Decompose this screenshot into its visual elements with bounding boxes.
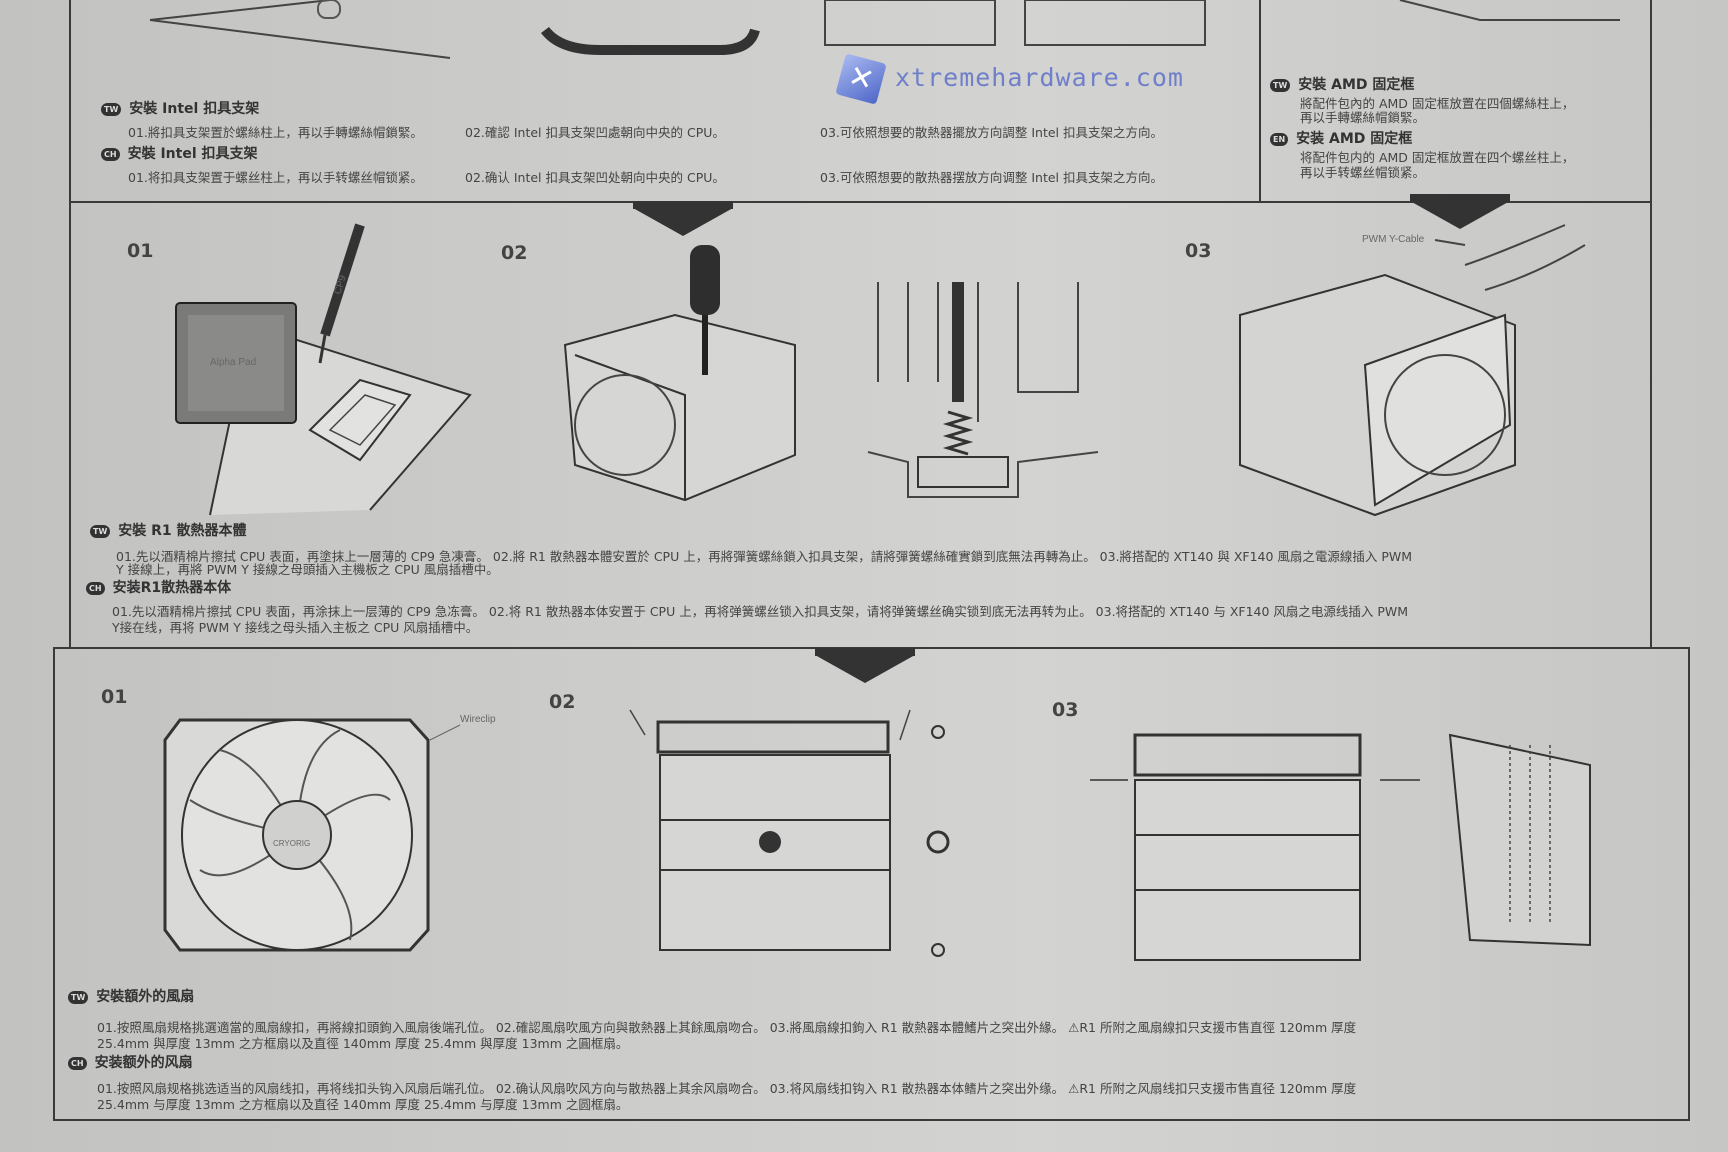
- spring-screw-detail-illustration: [867, 282, 1099, 498]
- flow-arrow-bar: [633, 201, 733, 209]
- intel-tw-heading: TW 安裝 Intel 扣具支架: [101, 98, 259, 118]
- bottom-section-bottom-border: [53, 1119, 1690, 1121]
- top-illustrations: [149, 0, 1620, 59]
- r1-ch-line-1: 01.先以酒精棉片擦拭 CPU 表面，再涂抹上一层薄的 CP9 急冻膏。 02.…: [112, 604, 1409, 619]
- heading-text: 安装 AMD 固定框: [1296, 131, 1413, 147]
- heading-text: 安裝 Intel 扣具支架: [127, 146, 258, 162]
- flow-arrow-down-icon: [633, 208, 733, 236]
- wireclip-label: Wireclip: [460, 714, 496, 725]
- heading-text: 安裝額外的風扇: [96, 989, 195, 1005]
- cable-label: PWM Y-Cable: [1362, 234, 1425, 245]
- extra-fan-ch-heading: CH 安装额外的风扇: [68, 1052, 193, 1072]
- fan-wireclip-illustration: CRYORIG Wireclip: [163, 714, 496, 952]
- intel-ch-heading: CH 安裝 Intel 扣具支架: [101, 143, 258, 163]
- heading-text: 安裝 Intel 扣具支架: [129, 101, 260, 117]
- bottom-step-label-2: 02: [549, 691, 576, 713]
- heading-text: 安裝 R1 散熱器本體: [118, 523, 247, 539]
- intel-ch-step-3: 03.可依照想要的散热器摆放方向调整 Intel 扣具支架之方向。: [820, 170, 1164, 185]
- extra-fan-tw-line-1: 01.按照風扇規格挑選適當的風扇線扣，再將線扣頭鉤入風扇後端孔位。 02.確認風…: [97, 1020, 1357, 1035]
- heading-text: 安装额外的风扇: [94, 1055, 193, 1071]
- dual-fan-cooler-illustration: PWM Y-Cable: [1239, 224, 1586, 517]
- intel-ch-step-2: 02.确认 Intel 扣具支架凹处朝向中央的 CPU。: [465, 170, 725, 185]
- ch-badge: CH: [86, 581, 105, 595]
- extra-fan-tw-heading: TW 安裝額外的風扇: [68, 986, 194, 1006]
- amd-en-heading: EN 安装 AMD 固定框: [1270, 128, 1412, 148]
- amd-tw-line-1: 將配件包內的 AMD 固定框放置在四個螺絲柱上，: [1300, 96, 1575, 111]
- bottom-step-label-3: 03: [1052, 699, 1079, 721]
- watermark-text: xtremehardware.com: [895, 63, 1184, 92]
- bottom-step-label-1: 01: [101, 686, 128, 708]
- thermal-paste-illustration: Alpha Pad CP9: [175, 223, 472, 516]
- r1-tw-heading: TW 安裝 R1 散熱器本體: [90, 520, 247, 540]
- flow-arrow-down-icon: [815, 655, 915, 683]
- pad-label: Alpha Pad: [210, 357, 256, 368]
- ch-badge: CH: [68, 1056, 87, 1070]
- tw-badge: TW: [1270, 78, 1291, 92]
- syringe-label: CP9: [332, 274, 349, 296]
- amd-tw-line-2: 再以手轉螺絲帽鎖緊。: [1300, 110, 1426, 125]
- fan-brand-label: CRYORIG: [273, 839, 310, 848]
- fan-orientation-illustration: [629, 709, 950, 957]
- en-badge: EN: [1270, 132, 1289, 146]
- intel-tw-step-1: 01.將扣具支架置於螺絲柱上，再以手轉螺絲帽鎖緊。: [128, 125, 423, 140]
- r1-tw-line-1: 01.先以酒精棉片擦拭 CPU 表面，再塗抹上一層薄的 CP9 急凍膏。 02.…: [116, 549, 1413, 564]
- fan-clip-attach-illustration: [1090, 733, 1591, 961]
- top-section-left-border: [69, 0, 71, 202]
- intel-tw-step-3: 03.可依照想要的散熱器擺放方向調整 Intel 扣具支架之方向。: [820, 125, 1164, 140]
- middle-step-label-3: 03: [1185, 240, 1212, 262]
- middle-section-left-border: [69, 202, 71, 648]
- extra-fan-ch-line-2: 25.4mm 与厚度 13mm 之方框扇以及直径 140mm 厚度 25.4mm…: [97, 1097, 629, 1112]
- extra-fan-ch-line-1: 01.按照风扇规格挑选适当的风扇线扣，再将线扣头钩入风扇后端孔位。 02.确认风…: [97, 1081, 1357, 1096]
- tw-badge: TW: [90, 524, 111, 538]
- amd-en-line-2: 再以手转螺丝帽锁紧。: [1300, 165, 1426, 180]
- top-section-divider: [1259, 0, 1261, 202]
- bottom-section-right-border: [1688, 648, 1690, 1120]
- ch-badge: CH: [101, 147, 120, 161]
- tw-badge: TW: [101, 102, 122, 116]
- top-section-right-border: [1650, 0, 1652, 202]
- flow-arrow-down-icon: [1410, 201, 1510, 229]
- tw-badge: TW: [68, 990, 89, 1004]
- r1-ch-line-2: Y接在线，再将 PWM Y 接线之母头插入主板之 CPU 风扇插槽中。: [112, 620, 479, 635]
- flow-arrow-bar: [1410, 194, 1510, 202]
- extra-fan-tw-line-2: 25.4mm 與厚度 13mm 之方框扇以及直徑 140mm 厚度 25.4mm…: [97, 1036, 629, 1051]
- middle-step-label-1: 01: [127, 240, 154, 262]
- r1-tw-line-2: Y 接線上，再將 PWM Y 接線之母頭插入主機板之 CPU 風扇插槽中。: [116, 562, 499, 577]
- watermark-logo-icon: ✕: [835, 53, 887, 105]
- intel-ch-step-1: 01.将扣具支架置于螺丝柱上，再以手转螺丝帽锁紧。: [128, 170, 423, 185]
- heading-text: 安裝 AMD 固定框: [1298, 77, 1415, 93]
- bottom-section-left-border: [53, 648, 55, 1120]
- intel-tw-step-2: 02.確認 Intel 扣具支架凹處朝向中央的 CPU。: [465, 125, 725, 140]
- r1-ch-heading: CH 安装R1散热器本体: [86, 577, 231, 597]
- flow-arrow-bar: [815, 648, 915, 656]
- middle-section-right-border: [1650, 202, 1652, 648]
- middle-step-label-2: 02: [501, 242, 528, 264]
- amd-en-line-1: 将配件包内的 AMD 固定框放置在四个螺丝柱上，: [1300, 150, 1575, 165]
- top-section-bottom-border: [69, 201, 1651, 203]
- heading-text: 安装R1散热器本体: [112, 580, 232, 596]
- screwdriver-cooler-illustration: [563, 245, 796, 502]
- amd-tw-heading: TW 安裝 AMD 固定框: [1270, 74, 1414, 94]
